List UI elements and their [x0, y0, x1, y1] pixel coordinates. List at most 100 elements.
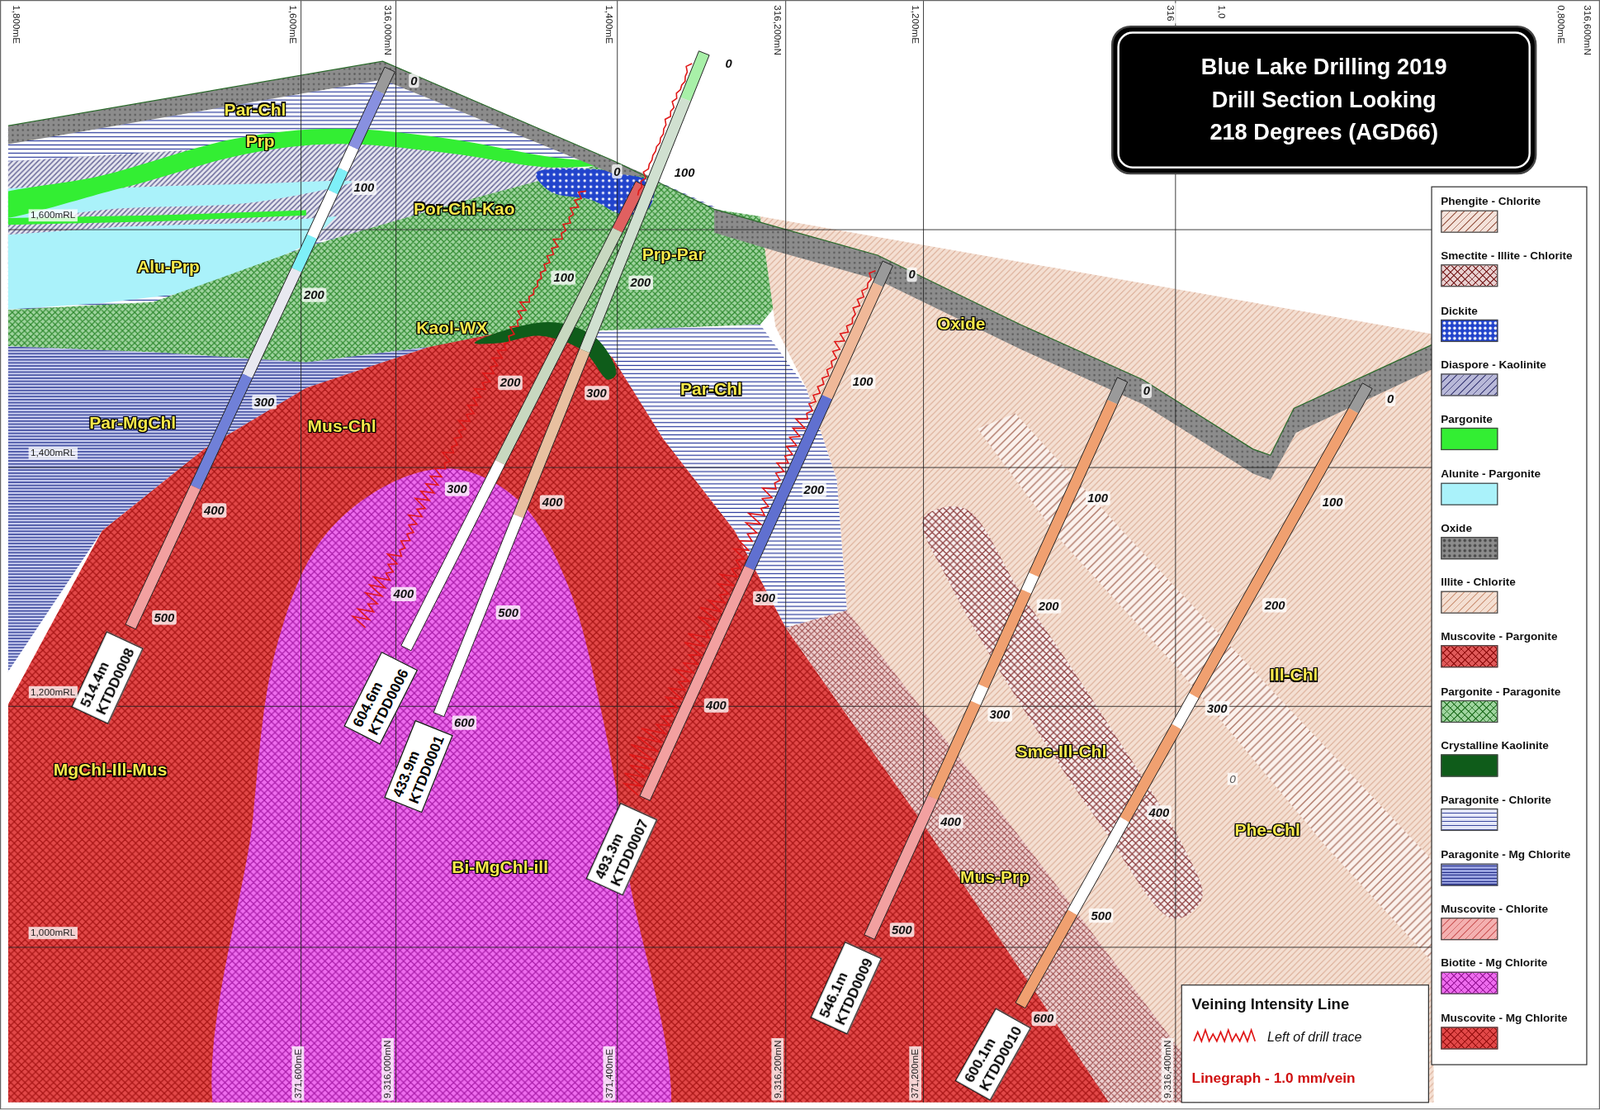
depth-label: 100: [672, 165, 697, 180]
depth-label: 300: [1204, 700, 1230, 715]
grid-label: 9,316,000mN: [381, 1037, 394, 1100]
title: Blue Lake Drilling 2019 Drill Section Lo…: [1190, 51, 1458, 149]
legend-item: Smectite - Illite - Chlorite: [1440, 249, 1572, 288]
legend-item: Phengite - Chlorite: [1440, 194, 1541, 233]
zone-label: Phe-Chl: [1234, 820, 1300, 842]
legend-swatch: [1440, 318, 1498, 341]
legend-text: Dickite: [1440, 303, 1498, 317]
depth-label: 500: [1088, 908, 1114, 923]
grid-line: [8, 229, 1435, 231]
legend-swatch: [1440, 917, 1498, 940]
legend-swatch: [1440, 536, 1498, 559]
legend-swatch: [1440, 753, 1498, 777]
grid-label: 1,0: [1215, 3, 1228, 21]
grid-line: [923, 0, 924, 1103]
legend-item: Paragonite - Chlorite: [1440, 793, 1552, 832]
alteration-zone: [760, 216, 1435, 1103]
zone-label: Kaol-WX: [416, 318, 488, 340]
zigzag-sample: [1193, 1029, 1255, 1042]
note: 0: [1227, 772, 1239, 786]
depth-label: 0: [1385, 391, 1397, 406]
grid-label: 316: [1164, 3, 1177, 24]
legend-panel: [1431, 186, 1587, 1065]
depth-label: 0: [906, 267, 918, 282]
trace-segment: [1015, 909, 1078, 1009]
legend-swatch: [1440, 808, 1498, 831]
grid-label: 1,200mE: [908, 3, 922, 47]
trace-segment: [864, 795, 938, 939]
legend-text: Biotite - Mg Chlorite: [1440, 956, 1548, 969]
zone-label: Oxide: [937, 314, 985, 336]
grid-label: 316,000mN: [381, 3, 394, 58]
depth-label: 300: [584, 385, 610, 400]
legend-item: Crystalline Kaolinite: [1440, 738, 1549, 777]
depth-label: 200: [801, 482, 827, 498]
depth-label: 400: [938, 814, 964, 829]
legend-text: Crystalline Kaolinite: [1440, 738, 1549, 752]
legend-text: Pargonite: [1440, 412, 1498, 426]
legend-text: Pargonite - Paragonite: [1440, 684, 1561, 697]
depth-label: 600: [451, 714, 477, 729]
grid-label: 9,316,200mN: [771, 1037, 784, 1100]
legend-item: Alunite - Pargonite: [1440, 466, 1541, 505]
depth-label: 200: [1262, 597, 1288, 612]
grid-line: [395, 0, 397, 1103]
zone-label: Par-Chl: [224, 99, 287, 121]
veining-legend-panel: [1181, 984, 1429, 1103]
legend-item: Dickite: [1440, 303, 1498, 342]
trace-outline: [864, 377, 1128, 939]
veining-intensity-line: [624, 270, 876, 796]
zone-label: Prp-Par: [642, 245, 706, 266]
legend-swatch: [1440, 1026, 1498, 1049]
grid-label: 316,200mN: [771, 3, 784, 58]
grid-label: 371,400mE: [602, 1046, 616, 1100]
depth-label: 100: [551, 269, 577, 285]
alteration-zone: [211, 468, 672, 1103]
grid-label: 1,800mE: [9, 3, 23, 47]
depth-label: 0: [408, 73, 420, 88]
legend-swatch: [1440, 862, 1498, 886]
legend-text: Paragonite - Mg Chlorite: [1440, 847, 1571, 861]
legend-swatch: [1440, 971, 1498, 995]
trace-segment: [348, 89, 385, 150]
zone-label: Smc-Ill-Chl: [1016, 742, 1108, 763]
legend-item: Muscovite - Pargonite: [1440, 629, 1558, 668]
alteration-zone: [714, 208, 1434, 480]
grid-label: 9,316,400mN: [1161, 1037, 1174, 1100]
depth-label: 400: [1146, 804, 1172, 819]
depth-label: 0: [611, 164, 623, 179]
depth-label: 500: [151, 610, 177, 625]
legend-item: Pargonite - Paragonite: [1440, 684, 1561, 723]
grid-line: [8, 467, 1435, 469]
depth-label: 300: [444, 481, 470, 496]
legend-note: Linegraph - 1.0 mm/vein: [1192, 1069, 1356, 1086]
depth-label: 100: [1085, 491, 1111, 506]
depth-label: 400: [202, 502, 228, 517]
trace-segment: [337, 145, 359, 173]
trace-segment: [872, 260, 893, 288]
legend-item: Pargonite: [1440, 412, 1498, 451]
trace-outline: [639, 260, 894, 800]
legend-swatch: [1440, 699, 1498, 722]
zone-label: Por-Chl-Kao: [413, 198, 516, 220]
veining-intensity-line: [353, 190, 587, 627]
trace-segment: [1188, 407, 1359, 699]
legend-item: Paragonite - Mg Chlorite: [1440, 847, 1571, 886]
depth-label: 200: [497, 375, 523, 390]
grid-label: 316,600mN: [1581, 3, 1595, 58]
alteration-zone: [922, 506, 1203, 919]
legend-text: Muscovite - Pargonite: [1440, 629, 1558, 643]
title-panel-inner: [1118, 33, 1530, 168]
depth-label: 200: [628, 275, 654, 290]
depth-label: 300: [251, 395, 277, 410]
zone-label: Prp: [246, 131, 275, 152]
trace-segment: [927, 700, 980, 800]
trace-segment: [1119, 724, 1182, 823]
line-sample: [1192, 1026, 1258, 1045]
depth-label: 0: [1140, 383, 1152, 398]
depth-label: 0: [723, 56, 734, 71]
zone-label: MgChl-Ill-Mus: [53, 760, 168, 782]
trace-segment: [401, 459, 506, 651]
legend-item: Muscovite - Chlorite: [1440, 901, 1548, 940]
